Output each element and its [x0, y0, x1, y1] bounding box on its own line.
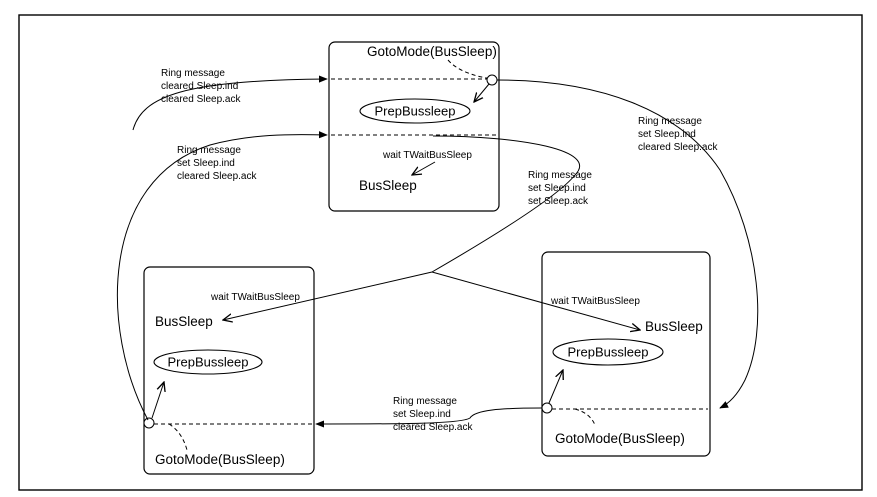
bottom-to-left-label: Ring message set Sleep.ind cleared Sleep…: [393, 396, 473, 433]
middle-to-left-arrow: [223, 271, 433, 320]
right-to-left-arrow: [315, 407, 543, 428]
top-prep-ellipse: [359, 98, 471, 124]
top-junction-circle: [486, 74, 498, 86]
right-prep-label: PrepBussleep: [568, 345, 649, 360]
top-state-title: GotoMode(BusSleep): [367, 44, 497, 59]
left-wait-label: wait TWaitBusSleep: [210, 292, 300, 303]
right-bussleep-label: BusSleep: [645, 319, 703, 334]
right-prep-ellipse: [552, 338, 664, 366]
top-in-cleared-label: Ring message cleared Sleep.ind cleared S…: [161, 68, 241, 105]
right-out-label: Ring message set Sleep.ind cleared Sleep…: [638, 116, 718, 153]
top-bussleep-label: BusSleep: [359, 178, 417, 193]
top-wait-label: wait TWaitBusSleep: [382, 150, 472, 161]
right-state-title: GotoMode(BusSleep): [555, 431, 685, 446]
left-state-title: GotoMode(BusSleep): [155, 452, 285, 467]
top-to-right-arrow: [496, 79, 759, 409]
left-prep-label: PrepBussleep: [168, 355, 249, 370]
left-bussleep-label: BusSleep: [155, 314, 213, 329]
top-in-set-label: Ring message set Sleep.ind cleared Sleep…: [177, 145, 257, 182]
left-to-top-arrow: [116, 131, 328, 421]
top-state-box: [328, 41, 500, 212]
middle-to-right-arrow: [431, 271, 640, 330]
left-dashed-curve: [168, 423, 188, 451]
middle-set-label: Ring message set Sleep.ind set Sleep.ack: [528, 170, 595, 207]
top-in-cleared-arrow: [132, 75, 328, 131]
left-junction-circle: [143, 417, 155, 429]
middle-split-curve: [431, 135, 581, 273]
right-wait-label: wait TWaitBusSleep: [550, 296, 640, 307]
outer-frame: [18, 14, 863, 491]
top-prep-label: PrepBussleep: [375, 104, 456, 119]
top-prep-arrow: [474, 83, 490, 102]
right-junction-circle: [541, 402, 553, 414]
top-wait-arrow: [412, 161, 436, 175]
right-dashed-curve: [574, 408, 596, 426]
left-prep-ellipse: [153, 349, 263, 375]
left-prep-arrow: [151, 382, 164, 419]
right-prep-arrow: [548, 370, 563, 404]
